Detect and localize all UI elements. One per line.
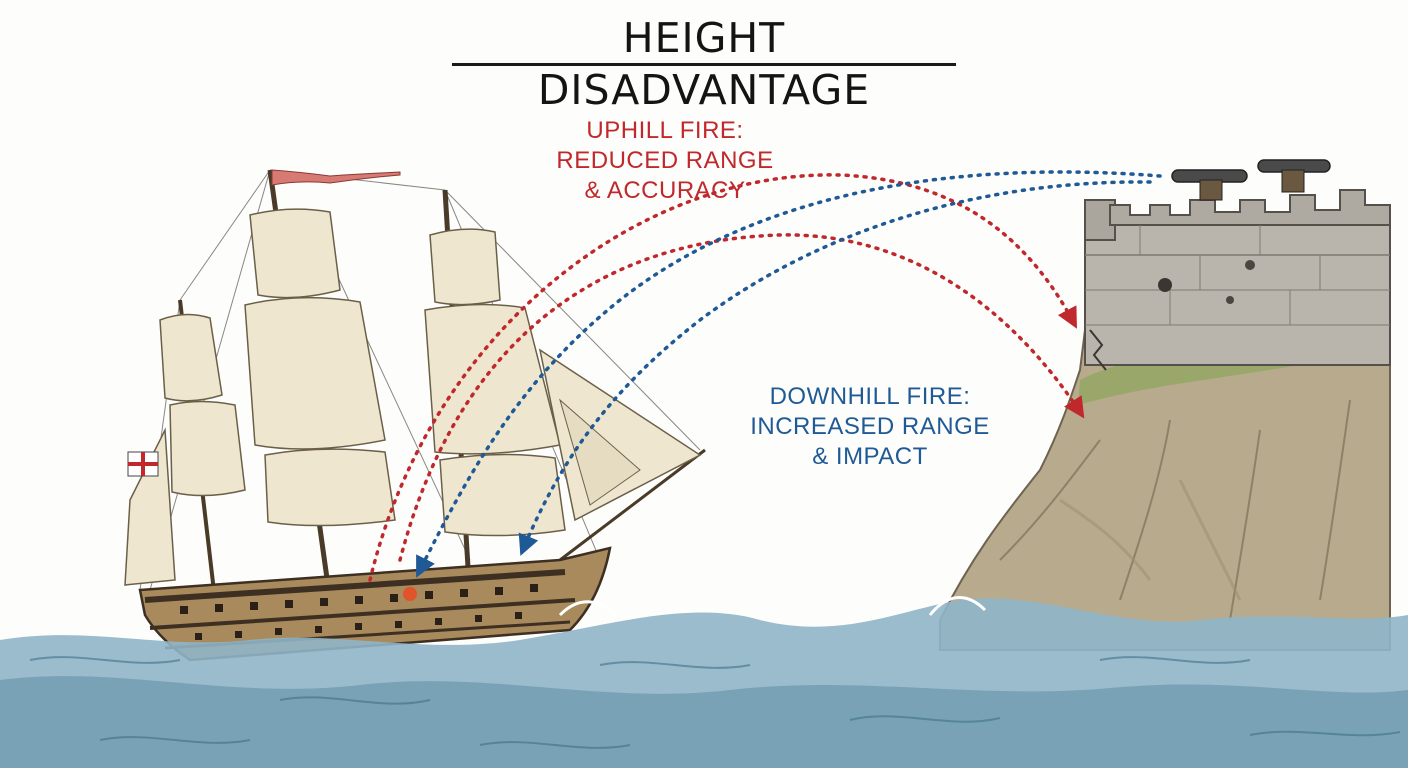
fortress-icon [1084,189,1391,371]
uphill-trajectories [368,173,1085,582]
sea [0,596,1408,768]
downhill-line-1: DOWNHILL FIRE: [769,383,971,410]
downhill-line-3: & IMPACT [812,443,928,470]
downhill-line-2: INCREASED RANGE [750,413,990,440]
ship-icon [124,169,706,662]
downhill-trajectories [416,170,1162,578]
cannon-icon [1171,159,1331,201]
flag-icon [271,169,401,186]
uphill-line-1: UPHILL FIRE: [586,117,744,144]
downhill-fire-label: DOWNHILL FIRE: INCREASED RANGE & IMPACT [710,382,1030,472]
uphill-fire-label: UPHILL FIRE: REDUCED RANGE & ACCURACY [520,116,810,206]
title-underline [452,63,956,66]
uphill-line-2: REDUCED RANGE [556,147,774,174]
uphill-line-3: & ACCURACY [584,177,746,204]
page-title: HEIGHT DISADVANTAGE [537,14,871,114]
